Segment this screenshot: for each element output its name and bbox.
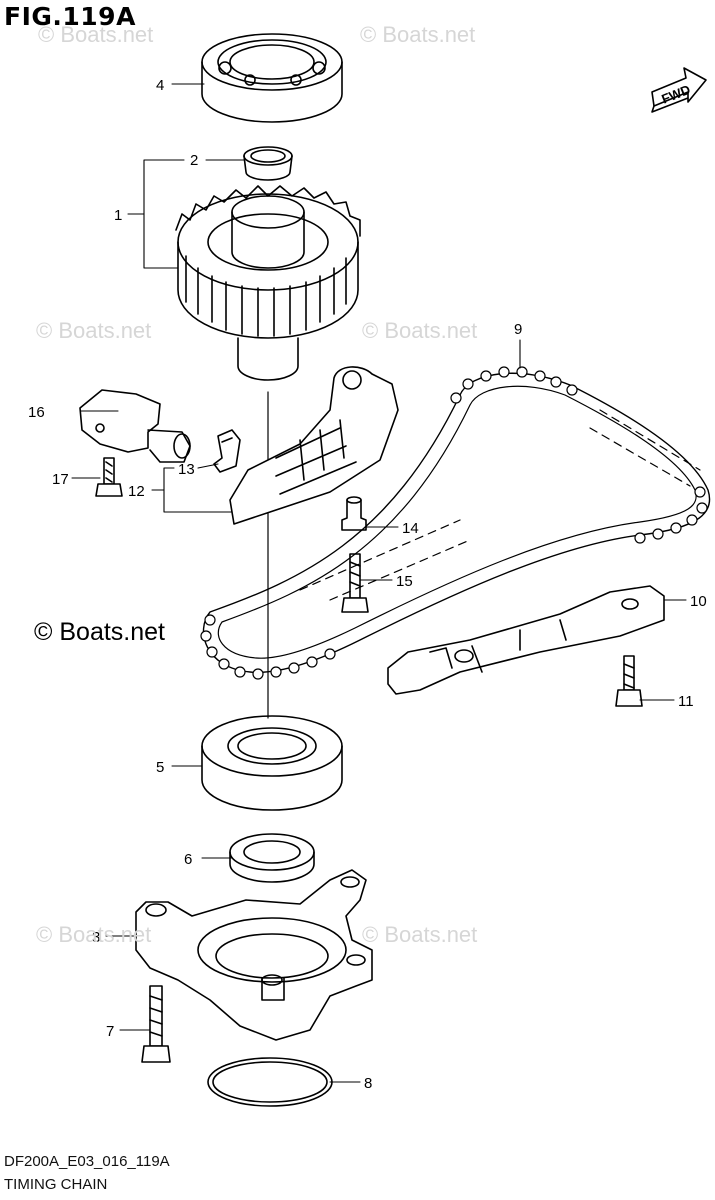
part-5-oil-seal (201, 715, 343, 811)
callout-14: 14 (402, 520, 419, 537)
part-2-bushing (243, 146, 293, 181)
callout-17: 17 (52, 471, 69, 488)
callout-15: 15 (396, 573, 413, 590)
part-17-bolt (95, 457, 123, 497)
part-12-chain-guide (229, 366, 399, 525)
part-8-o-ring (207, 1057, 333, 1107)
part-4-bearing (201, 33, 343, 123)
callout-3: 3 (92, 929, 100, 946)
part-15-bolt (341, 553, 369, 613)
part-3-housing (135, 869, 373, 1041)
callout-12: 12 (128, 483, 145, 500)
fwd-arrow-icon: FWD (651, 67, 707, 113)
callout-13: 13 (178, 461, 195, 478)
watermark-faint: © Boats.net (36, 922, 152, 947)
leader-lines (71, 83, 687, 1083)
callout-1: 1 (114, 207, 122, 224)
watermark-main: © Boats.net (34, 618, 165, 646)
callout-6: 6 (184, 851, 192, 868)
part-13-clip (213, 429, 241, 473)
part-6-oil-seal (229, 833, 315, 883)
part-10-chain-guide (387, 585, 665, 695)
callout-7: 7 (106, 1023, 114, 1040)
diagram-caption: TIMING CHAIN (4, 1176, 108, 1193)
figure-title: FIG.119A (4, 2, 136, 31)
callout-10: 10 (690, 593, 707, 610)
callout-2: 2 (190, 152, 198, 169)
diagram-code: DF200A_E03_016_119A (4, 1153, 170, 1170)
watermark-faint: © Boats.net (362, 318, 478, 343)
part-14-sleeve (341, 496, 367, 531)
part-1-gear (175, 185, 361, 381)
part-11-bolt (615, 655, 643, 707)
callout-8: 8 (364, 1075, 372, 1092)
callout-4: 4 (156, 77, 164, 94)
part-7-bolt (141, 985, 171, 1063)
watermark-faint: © Boats.net (36, 318, 152, 343)
callout-5: 5 (156, 759, 164, 776)
watermark-faint: © Boats.net (360, 22, 476, 47)
part-9-timing-chain (200, 366, 711, 680)
watermark-faint: © Boats.net (38, 22, 154, 47)
part-16-tensioner (79, 389, 191, 463)
watermark-faint: © Boats.net (362, 922, 478, 947)
callout-11: 11 (678, 693, 694, 710)
callout-16: 16 (28, 404, 45, 421)
callout-9: 9 (514, 321, 522, 338)
